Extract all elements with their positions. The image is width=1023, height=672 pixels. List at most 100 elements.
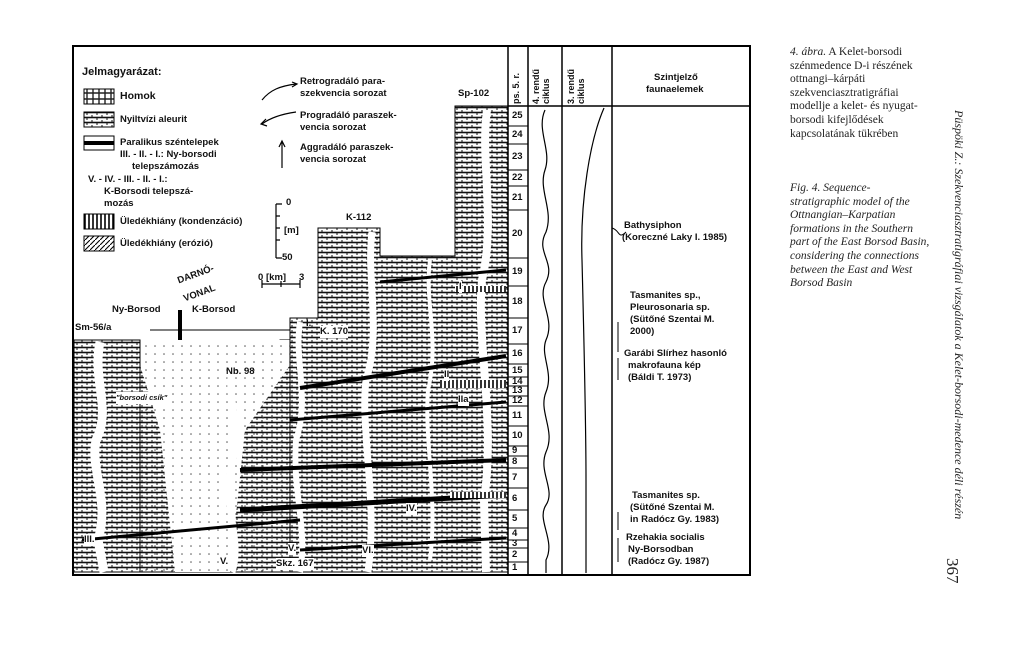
seam-label-8: I [459,281,462,293]
unit-number: 4 [512,528,517,540]
sequence-arrows [261,82,297,168]
legend-coal: Paralikus széntelepek [120,137,219,149]
hiatus-cond-1 [440,380,506,388]
seam-label-4: IV. [406,503,417,515]
retro-arrow [262,84,296,100]
fauna-2-3: (Sütőné Szentai M. [630,314,714,326]
well-k170: K. 170 [320,326,348,338]
cycle-columns [508,46,750,575]
caption-hu: 4. ábra. A Kelet-borsodi szénmedence D-i… [790,46,930,141]
well-sm: Sm-56/a [75,322,111,334]
legend-hiatus-eros: Üledékhiány (erózió) [120,238,213,250]
scale-h3: 3 [299,272,304,284]
col-header-ps5: ps. 5. r. [511,73,521,104]
scale-v50: 50 [282,252,293,264]
col-header-4th: 4. rendű ciklus [531,49,551,104]
unit-number: 25 [512,110,523,122]
swatch-cond [84,214,114,229]
swatch-coal-band [84,141,114,145]
fauna-1-2: (Koreczné Laky I. 1985) [622,232,727,244]
scale-h0: 0 [258,272,263,284]
legend-sand: Homok [120,90,156,102]
legend-silt: Nyiltvízi aleurit [120,114,187,126]
well-sp: Sp-102 [458,88,489,100]
legend-k-seams-1: V. - IV. - III. - II. - I.: [88,174,168,186]
unit-number: 23 [512,151,523,163]
unit-number: 15 [512,365,523,377]
legend-k-seams-2: K-Borsodi telepszá- [104,186,193,198]
page-number: 367 [942,558,962,584]
unit-number: 9 [512,445,517,457]
fourth-order-curve [542,110,549,573]
unit-number: 18 [512,296,523,308]
swatch-silt [84,112,114,127]
region-ny: Ny-Borsod [112,304,161,316]
unit-number: 10 [512,430,523,442]
scale-vunit: [m] [284,225,299,237]
seam-label-1: V. [220,556,228,568]
seam-label-6: II [444,369,449,381]
fauna-5-1: Rzehakia socialis [626,532,705,544]
retro-label-1: Retrogradáló para- [300,76,385,88]
fauna-5-3: (Radócz Gy. 1987) [628,556,709,568]
prog-label-1: Progradáló paraszek- [300,110,397,122]
unit-number: 6 [512,493,517,505]
hiatus-cond-3 [450,492,506,498]
legend-ny-seams-1: III. - II. - I.: Ny-borsodi [120,149,217,161]
caption-en-text: Sequence-stratigraphic model of the Ottn… [790,182,929,289]
region-k: K-Borsod [192,304,235,316]
scale-v0: 0 [286,197,291,209]
scale-hunit: [km] [266,272,286,284]
fauna-4-2: (Sütőné Szentai M. [630,502,714,514]
seam-label-0: III. [84,534,95,546]
unit-number: 1 [512,562,517,574]
hiatus-cond-2 [455,286,506,292]
swatch-sand [84,89,114,104]
unit-number: 17 [512,325,523,337]
fauna-header-1: Szintjelző [654,72,698,84]
aggr-label-1: Aggradáló paraszek- [300,142,393,154]
seam-label-7: IIa [458,394,469,406]
running-head: Püspöki Z.: Szekvenciasztratigráfiai viz… [951,110,966,519]
aggr-label-2: vencia sorozat [300,154,366,166]
borsodi-csik-label: "borsodi csík" [116,392,167,404]
fauna-1-1: Bathysiphon [624,220,682,232]
caption-hu-text: A Kelet-borsodi szénmedence D-i részének… [790,46,918,140]
dotted-strip-pattern [140,340,290,572]
retro-label-2: szekvencia sorozat [300,88,387,100]
caption-en: Fig. 4. Sequence-stratigraphic model of … [790,182,930,291]
prog-arrow [262,112,296,124]
unit-number: 8 [512,456,517,468]
well-k112: K-112 [346,212,371,224]
swatch-eros [84,236,114,251]
third-order-curve [582,108,604,573]
caption-en-label: Fig. 4. [790,182,820,194]
well-nb: Nb. 98 [226,366,255,378]
seam-label-3: VI. [362,545,374,557]
fauna-3-3: (Báldi T. 1973) [628,372,691,384]
unit-number: 16 [512,348,523,360]
unit-number: 19 [512,266,523,278]
legend-title: Jelmagyarázat: [82,66,162,78]
legend-k-seams-3: mozás [104,198,134,210]
unit-number: 24 [512,129,523,141]
legend-ny-seams-2: telepszámozás [132,161,199,173]
fauna-2-2: Pleurosonaria sp. [630,302,710,314]
unit-number: 14 [512,376,523,388]
col-header-3rd: 3. rendű ciklus [566,49,586,104]
fauna-2-4: 2000) [630,326,654,338]
unit-number: 7 [512,472,517,484]
unit-number: 21 [512,192,523,204]
legend-swatches [84,89,114,251]
unit-number: 22 [512,172,523,184]
fauna-3-1: Garábi Slírhez hasonló [624,348,727,360]
fauna-4-3: in Radócz Gy. 1983) [630,514,719,526]
legend-hiatus-cond: Üledékhiány (kondenzáció) [120,216,242,228]
prog-label-2: vencia sorozat [300,122,366,134]
fauna-5-2: Ny-Borsodban [628,544,693,556]
unit-number: 20 [512,228,523,240]
unit-number: 5 [512,513,517,525]
well-skz: Skz. 167 [276,558,314,570]
unit-number: 2 [512,549,517,561]
